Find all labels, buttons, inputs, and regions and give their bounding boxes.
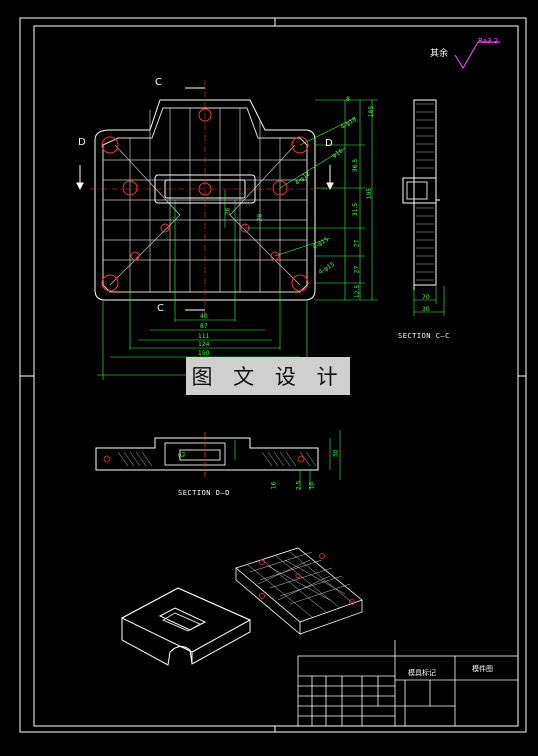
dim-150: 150 bbox=[198, 350, 210, 357]
iso-view-core bbox=[235, 547, 363, 635]
section-cc-dimensions bbox=[413, 286, 445, 316]
roughness-value: Ra3.2 bbox=[478, 37, 499, 45]
dim-30: 30 bbox=[422, 306, 430, 313]
dim-dd-2-5: 2.5 bbox=[295, 480, 303, 491]
cut-label-d-right: D bbox=[325, 138, 333, 149]
title-block-name: 模具标记 bbox=[408, 669, 436, 677]
plan-view bbox=[76, 80, 334, 320]
roughness-symbol bbox=[454, 41, 500, 69]
section-cc-hatch bbox=[416, 103, 434, 281]
section-cc-label: SECTION C—C bbox=[398, 332, 450, 340]
dim-8: 8 bbox=[346, 96, 350, 103]
dim-dd-10: 10 bbox=[308, 481, 316, 490]
dim-26: 26 bbox=[224, 207, 232, 216]
dim-27-b: 27 bbox=[353, 265, 361, 274]
dim-36-5: 36.5 bbox=[352, 158, 360, 173]
title-block-code: 模件图 bbox=[472, 665, 493, 673]
section-dd-hatch bbox=[117, 451, 317, 467]
section-dd-label: SECTION D—D bbox=[178, 489, 230, 497]
dim-31-5: 31.5 bbox=[352, 202, 360, 217]
watermark-banner: 图 文 设 计 bbox=[186, 357, 350, 395]
dim-185-side: 185 bbox=[368, 105, 376, 118]
dim-12-5: 12.5 bbox=[354, 284, 362, 299]
dim-40: 40 bbox=[200, 313, 208, 320]
section-dd-dimensions bbox=[234, 430, 341, 490]
outer-border bbox=[19, 17, 527, 733]
cut-label-c-bottom: C bbox=[157, 303, 164, 314]
section-cc-view bbox=[402, 99, 440, 290]
title-block bbox=[297, 640, 519, 727]
cut-label-c-top: C bbox=[155, 77, 162, 88]
dim-124: 124 bbox=[198, 341, 210, 348]
dim-dd-30: 30 bbox=[332, 449, 340, 458]
cut-label-d-left: D bbox=[78, 137, 86, 148]
dim-111: 111 bbox=[198, 333, 210, 340]
section-dd-view bbox=[95, 437, 319, 471]
dim-195: 195 bbox=[366, 187, 374, 200]
roughness-prefix: 其余 bbox=[430, 49, 449, 59]
dim-70: 70 bbox=[422, 294, 430, 301]
dim-28: 28 bbox=[256, 213, 264, 222]
dim-27-a: 27 bbox=[353, 239, 361, 248]
iso-view-plate bbox=[120, 587, 252, 666]
dim-87: 87 bbox=[200, 323, 208, 330]
dim-dd-16: 16 bbox=[270, 481, 278, 490]
